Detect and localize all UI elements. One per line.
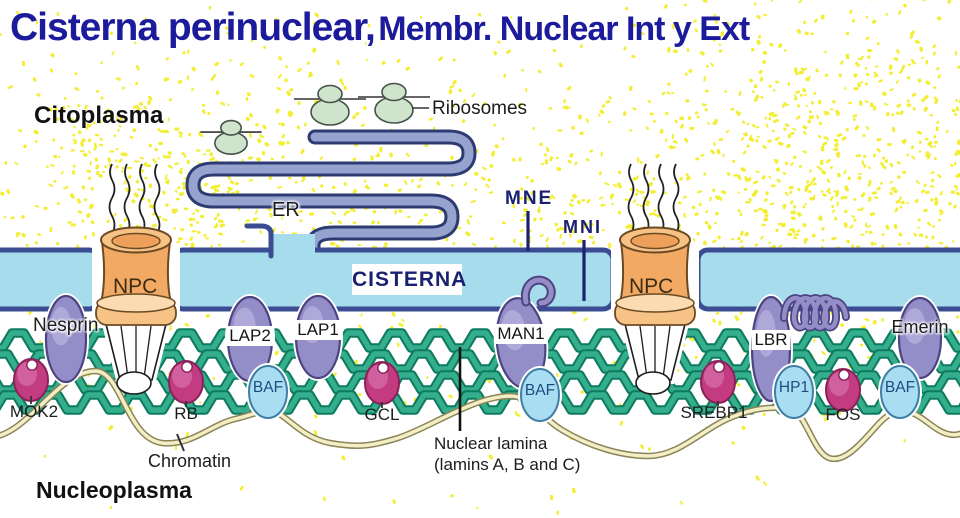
npc-basket-ring: [116, 371, 152, 395]
npc-left: [92, 163, 180, 395]
emerin-protein: [896, 295, 944, 381]
npc-filament: [153, 163, 161, 235]
annotation-pointers: [30, 107, 719, 452]
npc-basket-ring: [635, 371, 671, 395]
ribosome: [358, 82, 430, 124]
fos-protein: [825, 368, 861, 412]
srebp1-protein: [700, 360, 736, 404]
chromatin-pointer-line: [176, 433, 185, 452]
nesprin-protein: [43, 293, 89, 385]
nuclear-pore-complexes: [92, 163, 699, 395]
mok2-protein: [13, 358, 49, 402]
gcl-protein: [364, 361, 400, 405]
er-membrane: [185, 129, 477, 266]
baf-left-protein: [246, 363, 290, 421]
npc-filament: [138, 163, 146, 235]
npc-filament: [672, 163, 680, 235]
hp1-protein: [772, 363, 816, 421]
npc-right: [611, 163, 699, 395]
npc-filament: [123, 163, 131, 235]
protein-details: [520, 275, 850, 332]
npc-filament: [627, 163, 635, 235]
ribosome: [200, 119, 262, 155]
rb-protein: [168, 360, 204, 404]
lap1-protein: [293, 293, 343, 381]
ribosomes: [200, 82, 430, 155]
baf-right-protein: [878, 363, 922, 421]
er-cisterna-junction: [244, 223, 315, 259]
npc-filament: [108, 163, 116, 235]
npc-filament: [657, 163, 665, 235]
ribosome: [294, 84, 366, 126]
baf-mid-protein: [518, 366, 562, 424]
npc-filament: [642, 163, 650, 235]
